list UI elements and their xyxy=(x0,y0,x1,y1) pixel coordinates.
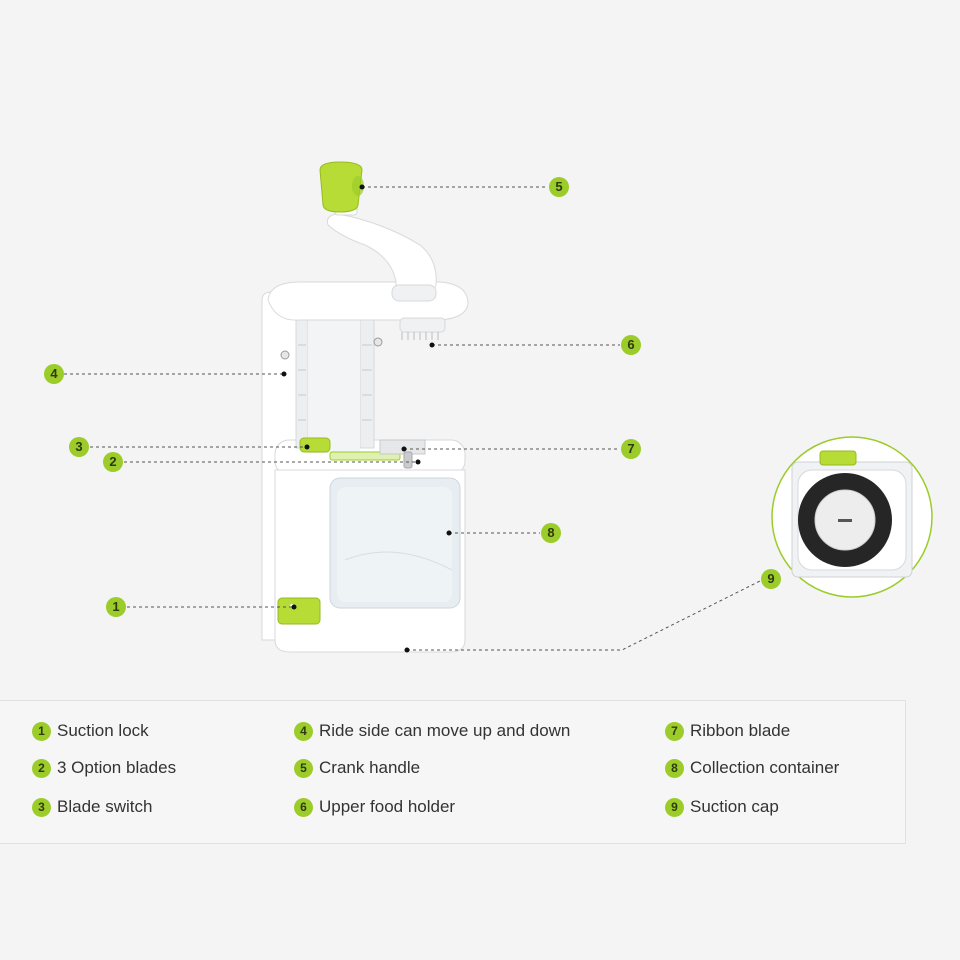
legend-text-3: Blade switch xyxy=(57,797,153,816)
legend-item-8: 8 Collection container xyxy=(665,757,839,779)
legend-number-3: 3 xyxy=(32,797,51,817)
legend-text-8: Collection container xyxy=(690,758,840,777)
legend-text-9: Suction cap xyxy=(690,797,779,816)
legend-text-1: Suction lock xyxy=(57,721,149,740)
callout-badge-7: 7 xyxy=(621,439,641,459)
legend-item-1: 1 Suction lock xyxy=(32,720,149,742)
legend-item-2: 2 3 Option blades xyxy=(32,757,176,779)
legend-number-6: 6 xyxy=(294,797,313,817)
legend-item-3: 3 Blade switch xyxy=(32,796,152,818)
legend-number-2: 2 xyxy=(32,758,51,778)
legend-text-2: 3 Option blades xyxy=(57,758,177,777)
callout-badge-5: 5 xyxy=(549,177,569,197)
callout-badge-6: 6 xyxy=(621,335,641,355)
leader-endpoints xyxy=(281,184,452,653)
legend-number-5: 5 xyxy=(294,758,313,778)
callout-badge-2: 2 xyxy=(103,452,123,472)
legend-number-1: 1 xyxy=(32,721,51,741)
spiralizer-illustration xyxy=(64,161,933,653)
callout-badge-8: 8 xyxy=(541,523,561,543)
legend-text-5: Crank handle xyxy=(319,758,421,777)
legend-item-4: 4 Ride side can move up and down xyxy=(294,720,570,742)
legend-panel: 1 Suction lock 2 3 Option blades 3 Blade… xyxy=(0,700,906,844)
legend-text-4: Ride side can move up and down xyxy=(319,721,571,740)
legend-text-6: Upper food holder xyxy=(319,797,456,816)
callout-badge-4: 4 xyxy=(44,364,64,384)
legend-item-7: 7 Ribbon blade xyxy=(665,720,790,742)
legend-number-4: 4 xyxy=(294,721,313,741)
callout-badge-9: 9 xyxy=(761,569,781,589)
product-diagram: 5 6 4 3 2 7 8 1 9 xyxy=(44,161,933,653)
legend-number-8: 8 xyxy=(665,758,684,778)
legend-number-7: 7 xyxy=(665,721,684,741)
legend-item-5: 5 Crank handle xyxy=(294,757,420,779)
suction-cap-inset xyxy=(771,436,933,598)
legend-text-7: Ribbon blade xyxy=(690,721,791,740)
legend-number-9: 9 xyxy=(665,797,684,817)
callout-badge-1: 1 xyxy=(106,597,126,617)
legend-item-9: 9 Suction cap xyxy=(665,796,779,818)
callout-badge-3: 3 xyxy=(69,437,89,457)
spiralizer-body xyxy=(261,161,469,653)
leader-lines xyxy=(64,186,761,651)
legend-item-6: 6 Upper food holder xyxy=(294,796,455,818)
